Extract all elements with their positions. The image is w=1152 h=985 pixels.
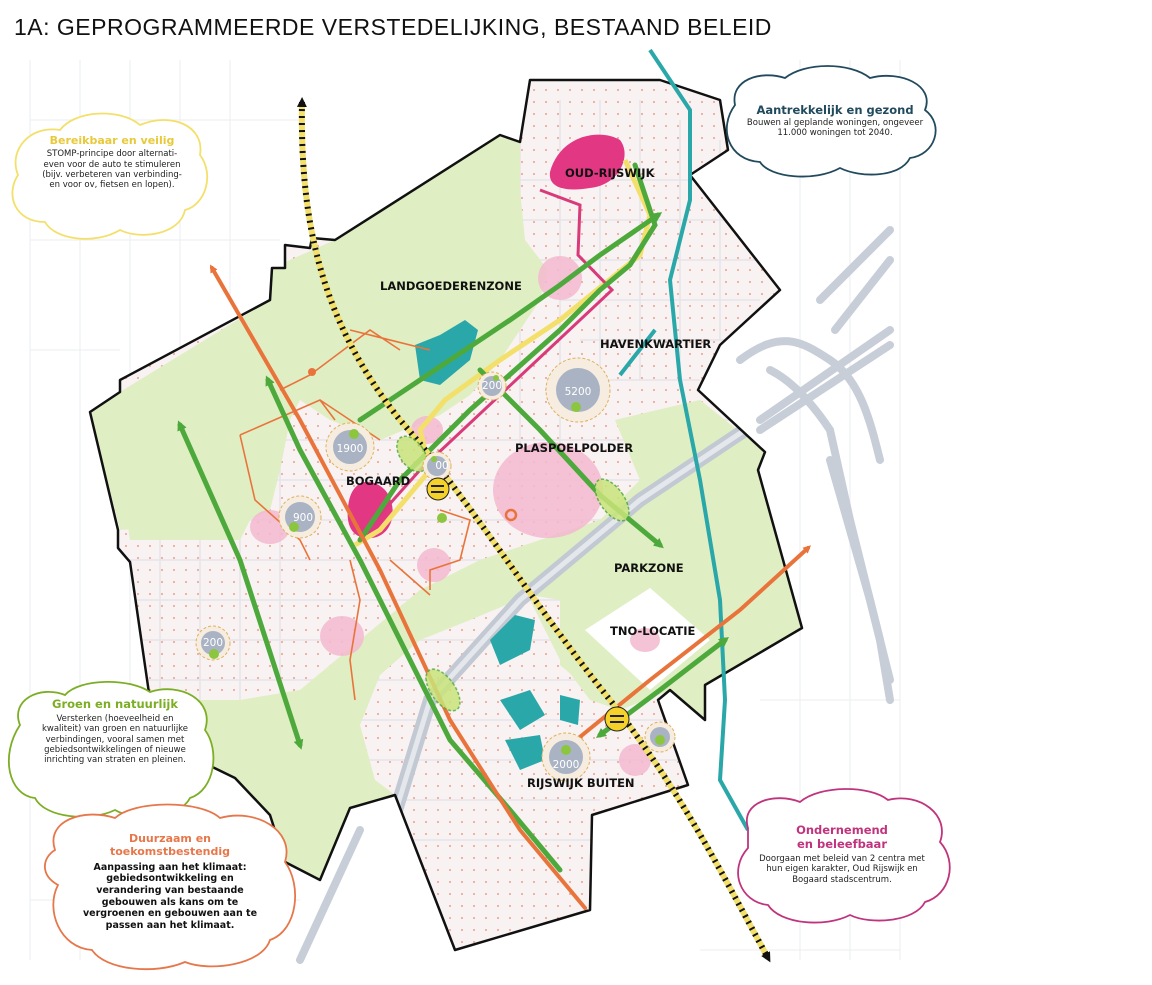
label-plaspoelpolder: PLASPOELPOLDER	[515, 441, 633, 455]
rail-dotted-black	[296, 97, 771, 963]
bubble-ondernemend-title: Ondernemend en beleefbaar	[796, 823, 888, 852]
density-5200	[545, 357, 611, 423]
housing-200-west: 200	[203, 637, 223, 649]
label-rijswijk-buiten: RIJSWIJK BUITEN	[527, 776, 635, 790]
bubble-duurzaam: Duurzaam en toekomstbestendig Aanpassing…	[65, 832, 275, 931]
housing-5200: 5200	[565, 386, 592, 398]
label-tno-locatie: TNO-LOCATIE	[610, 624, 695, 638]
bubble-ondernemend: Ondernemend en beleefbaar Doorgaan met b…	[742, 823, 942, 885]
label-oud-rijswijk: OUD-RIJSWIJK	[565, 166, 656, 180]
density-1900	[325, 422, 375, 472]
bubble-duurzaam-body: Aanpassing aan het klimaat: gebiedsontwi…	[82, 861, 258, 931]
station-rijswijk-buiten-icon	[604, 706, 630, 732]
housing-2000: 2000	[553, 759, 580, 771]
label-landgoederenzone: LANDGOEDERENZONE	[380, 279, 522, 293]
bubble-ondernemend-cloud	[737, 788, 951, 924]
housing-partial: 00	[435, 460, 448, 472]
label-parkzone: PARKZONE	[614, 561, 684, 575]
housing-1900: 1900	[337, 443, 364, 455]
bubble-bereikbaar-title: Bereikbaar en veilig	[49, 134, 175, 147]
crossing-markers	[396, 435, 630, 712]
housing-200-north: 200	[482, 380, 502, 392]
bubble-aantrekkelijk: Aantrekkelijk en gezond Bouwen al geplan…	[735, 103, 935, 139]
page-title: 1A: GEPROGRAMMEERDE VERSTEDELIJKING, BES…	[14, 14, 772, 40]
density-200-north	[477, 371, 507, 401]
hotspot-marker	[504, 508, 518, 522]
bubble-bereikbaar-cloud	[11, 112, 209, 240]
bubble-groen-title: Groen en natuurlijk	[52, 697, 178, 711]
bubble-groen-body: Versterken (hoeveelheid en kwaliteit) va…	[41, 714, 189, 766]
density-circles	[195, 357, 676, 782]
orange-node	[308, 368, 316, 376]
bubble-duurzaam-title: Duurzaam en toekomstbestendig	[109, 832, 231, 859]
density-2000	[541, 732, 591, 782]
bubble-aantrekkelijk-body: Bouwen al geplande woningen, ongeveer 11…	[746, 118, 924, 139]
bubble-aantrekkelijk-cloud	[725, 65, 937, 178]
bubble-ondernemend-body: Doorgaan met beleid van 2 centra met hun…	[759, 854, 925, 885]
bubble-duurzaam-cloud	[43, 803, 296, 971]
housing-900: 900	[293, 512, 313, 524]
green-dots	[209, 375, 665, 755]
bubble-groen-cloud	[7, 680, 215, 818]
bubble-bereikbaar-body: STOMP-principe door alternati- even voor…	[42, 149, 182, 191]
housing-labels: 5200 1900 900 200 200 00 2000	[203, 380, 591, 771]
label-havenkwartier: HAVENKWARTIER	[600, 337, 711, 351]
bubble-groen: Groen en natuurlijk Versterken (hoeveelh…	[20, 697, 210, 766]
station-bogaard-icon	[426, 477, 450, 501]
density-200-west	[195, 625, 231, 661]
bubble-bereikbaar: Bereikbaar en veilig STOMP-principe door…	[22, 134, 202, 191]
zone-labels: OUD-RIJSWIJK LANDGOEDERENZONE HAVENKWART…	[346, 166, 711, 790]
bubble-aantrekkelijk-title: Aantrekkelijk en gezond	[756, 103, 914, 117]
label-bogaard: BOGAARD	[346, 474, 410, 488]
